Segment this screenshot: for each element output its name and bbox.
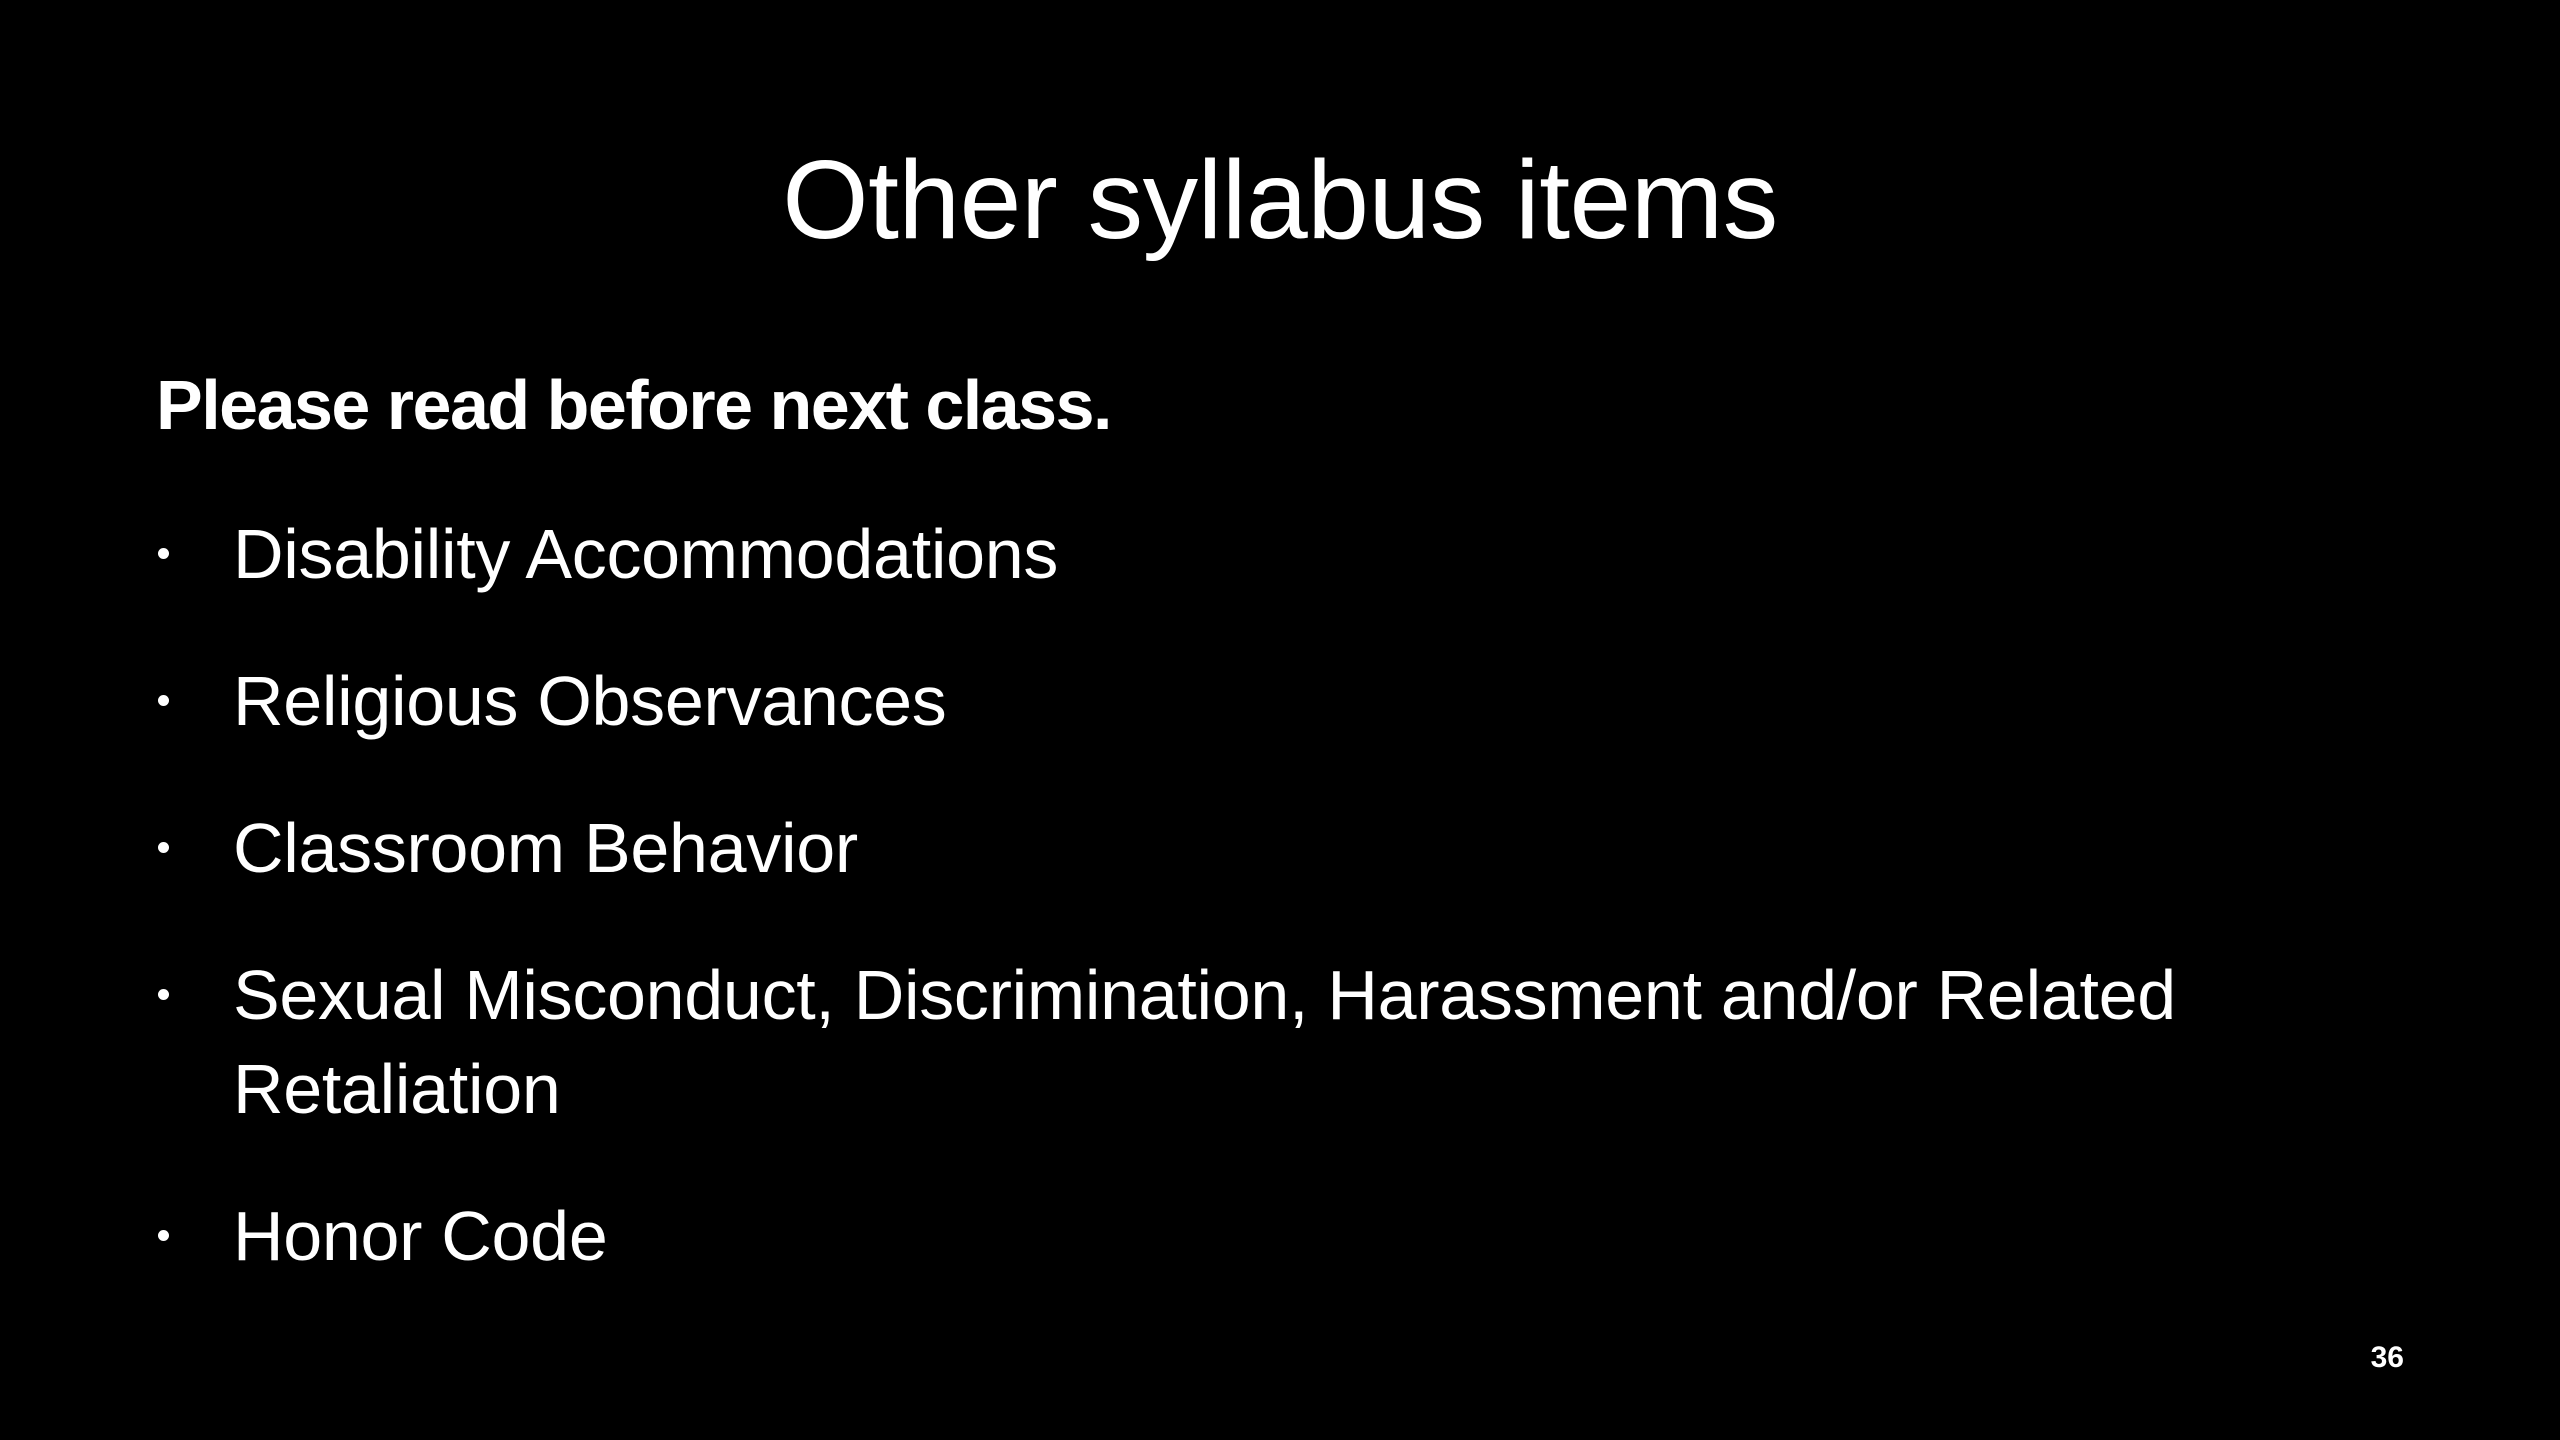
- slide-title: Other syllabus items: [782, 138, 1778, 262]
- bullet-item: Classroom Behavior: [156, 801, 2416, 895]
- bullet-item: Honor Code: [156, 1189, 2416, 1283]
- bullet-icon: [158, 989, 169, 1000]
- bullet-text: Religious Observances: [233, 662, 947, 740]
- bullet-text: Classroom Behavior: [233, 809, 858, 887]
- page-number: 36: [2370, 1341, 2404, 1374]
- bullet-icon: [158, 842, 169, 853]
- bullet-text: Sexual Misconduct, Discrimination, Haras…: [233, 956, 2176, 1128]
- bullet-item: Disability Accommodations: [156, 507, 2416, 601]
- bullet-icon: [158, 1230, 169, 1241]
- bullet-list: Disability Accommodations Religious Obse…: [156, 507, 2416, 1336]
- bullet-icon: [158, 695, 169, 706]
- bullet-item: Sexual Misconduct, Discrimination, Haras…: [156, 948, 2416, 1136]
- bullet-text: Honor Code: [233, 1197, 608, 1275]
- bullet-icon: [158, 548, 169, 559]
- bullet-item: Religious Observances: [156, 654, 2416, 748]
- slide-subtitle: Please read before next class.: [156, 366, 1113, 444]
- bullet-text: Disability Accommodations: [233, 515, 1059, 593]
